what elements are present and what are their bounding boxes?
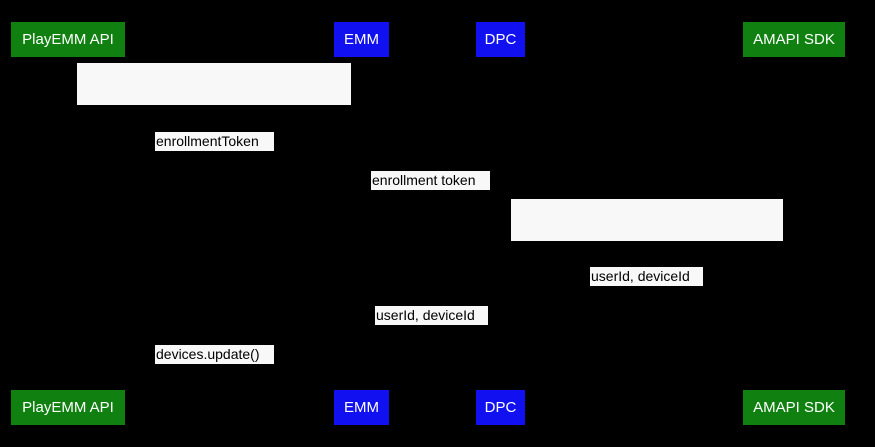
participant-label-playemm-api-footer: PlayEMM API [22, 399, 114, 416]
participant-header-amapi-sdk[interactable]: AMAPI SDK [743, 22, 845, 57]
lifeline-emm [361, 57, 362, 390]
participant-header-playemm-api[interactable]: PlayEMM API [11, 22, 125, 57]
participant-footer-emm[interactable]: EMM [334, 390, 389, 425]
participant-header-emm[interactable]: EMM [334, 22, 389, 57]
participant-footer-dpc[interactable]: DPC [476, 390, 525, 425]
participant-label-playemm-api: PlayEMM API [22, 31, 114, 48]
participant-footer-playemm-api[interactable]: PlayEMM API [11, 390, 125, 425]
message-line-1: enrollmentTokens.create( [135, 102, 293, 118]
message-line-2: .startAccountSetup(entrollment token) [529, 295, 765, 311]
participant-label-amapi-sdk-footer: AMAPI SDK [753, 399, 835, 416]
message-userid-deviceid-to-emm: userId, deviceId [375, 306, 488, 325]
message-devices-update: devices.update() [155, 345, 274, 364]
message-enrollment-token-to-dpc: enrollment token [371, 171, 490, 190]
message-start-account-setup: accountSetupClient .startAccountSetup(en… [511, 199, 783, 311]
lifeline-dpc [500, 57, 501, 390]
message-line-1: accountSetupClient [586, 238, 708, 254]
lifeline-playemm-api [68, 57, 69, 390]
message-enrollment-token-return: enrollmentToken [155, 132, 274, 151]
participant-label-dpc: DPC [484, 31, 517, 48]
message-userid-deviceid-from-sdk: userId, deviceId [590, 267, 703, 286]
message-line-2: enrollmentTokenType=userlessDevice) [93, 159, 335, 175]
participant-label-emm-footer: EMM [344, 399, 379, 416]
participant-header-dpc[interactable]: DPC [476, 22, 525, 57]
lifeline-amapi-sdk [794, 57, 795, 390]
participant-label-amapi-sdk: AMAPI SDK [753, 31, 835, 48]
participant-label-dpc-footer: DPC [484, 399, 517, 416]
participant-label-emm: EMM [344, 31, 379, 48]
message-enrollment-tokens-create: enrollmentTokens.create( enrollmentToken… [77, 63, 351, 175]
participant-footer-amapi-sdk[interactable]: AMAPI SDK [743, 390, 845, 425]
